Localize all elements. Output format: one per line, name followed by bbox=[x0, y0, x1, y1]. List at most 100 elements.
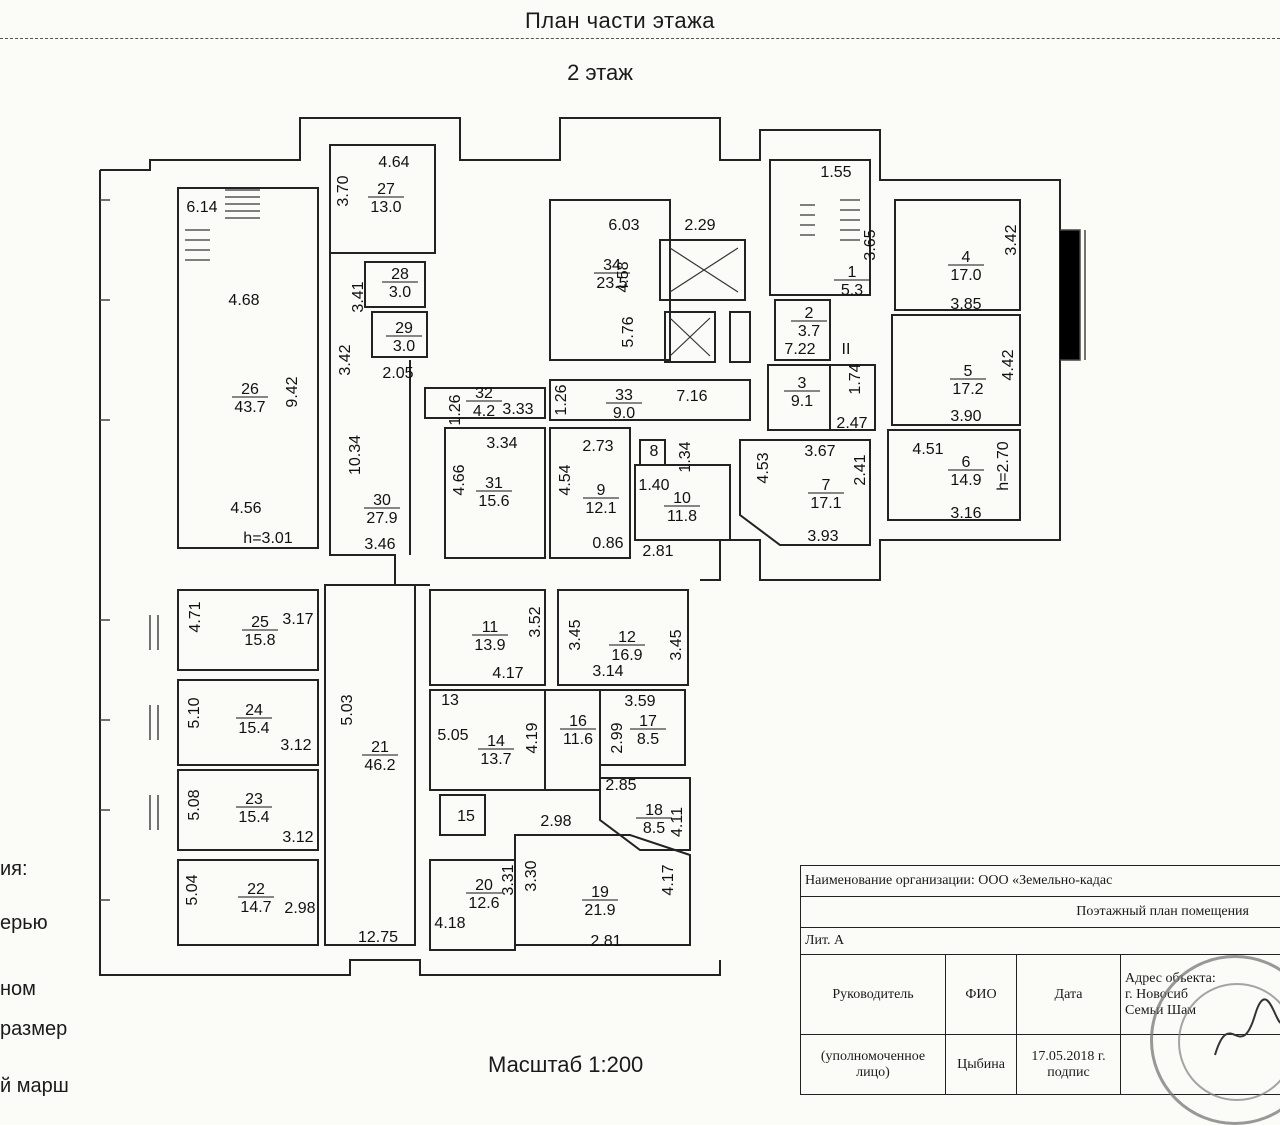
dimension-value: II bbox=[842, 341, 851, 358]
legend-line-1: ия: bbox=[0, 858, 28, 881]
lift-shafts bbox=[670, 248, 738, 356]
room-number: 22 bbox=[247, 881, 265, 898]
room-number: 32 bbox=[475, 385, 493, 402]
dimension-value: 3.34 bbox=[486, 435, 517, 452]
room-number: 9 bbox=[597, 482, 606, 499]
room-number: 31 bbox=[485, 475, 503, 492]
dimension-value: 4.51 bbox=[912, 441, 943, 458]
room-area: 43.7 bbox=[234, 399, 265, 416]
legend-line-3: ном bbox=[0, 978, 36, 1001]
room-area: 8.5 bbox=[643, 820, 665, 837]
dimension-value: 3.52 bbox=[527, 606, 544, 637]
room-area: 17.0 bbox=[950, 267, 981, 284]
dimension-value: 3.17 bbox=[282, 611, 313, 628]
room-area: 27.9 bbox=[366, 510, 397, 527]
dimension-value: 0.86 bbox=[592, 535, 623, 552]
dimension-value: 3.12 bbox=[280, 737, 311, 754]
dimension-value: 3.41 bbox=[350, 281, 367, 312]
dimension-value: 1.26 bbox=[553, 384, 570, 415]
room-area: 17.2 bbox=[952, 381, 983, 398]
dimension-value: 1.40 bbox=[638, 477, 669, 494]
room-number: 12 bbox=[618, 629, 636, 646]
dimension-value: 5.10 bbox=[186, 697, 203, 728]
room-number: 14 bbox=[487, 733, 505, 750]
dimension-value: 4.18 bbox=[434, 915, 465, 932]
dimension-value: 4.68 bbox=[228, 292, 259, 309]
room-area: 14.7 bbox=[240, 899, 271, 916]
dimension-value: 2.47 bbox=[836, 415, 867, 432]
legend-line-5: й марш bbox=[0, 1075, 69, 1098]
dimension-value: 3.42 bbox=[337, 344, 354, 375]
dimension-value: 2.85 bbox=[605, 777, 636, 794]
dimension-value: 5.04 bbox=[184, 874, 201, 905]
dimension-value: 10.34 bbox=[347, 435, 364, 475]
dimension-value: 4.66 bbox=[451, 464, 468, 495]
dimension-value: 3.14 bbox=[592, 663, 623, 680]
dimension-value: 2.98 bbox=[284, 900, 315, 917]
room-area: 3.0 bbox=[393, 338, 415, 355]
dimension-value: 2.81 bbox=[642, 543, 673, 560]
dimension-value: 3.42 bbox=[1003, 224, 1020, 255]
room-number: 21 bbox=[371, 739, 389, 756]
dimension-value: 2.81 bbox=[590, 933, 621, 950]
dimension-value: 5.03 bbox=[339, 694, 356, 725]
room-area: 3.0 bbox=[389, 284, 411, 301]
lit-label: Лит. А bbox=[801, 928, 1280, 955]
dimension-value: 3.70 bbox=[335, 175, 352, 206]
room-area: 13.9 bbox=[474, 637, 505, 654]
room-area: 17.1 bbox=[810, 495, 841, 512]
room-number: 29 bbox=[395, 320, 413, 337]
room-area: 15.4 bbox=[238, 809, 269, 826]
stairs bbox=[185, 190, 860, 260]
dimension-value: 6.14 bbox=[186, 199, 217, 216]
dimension-value: 2.99 bbox=[609, 722, 626, 753]
name-cell: Цыбина bbox=[946, 1035, 1017, 1095]
dimension-value: 4.56 bbox=[230, 500, 261, 517]
dimension-value: 4.17 bbox=[492, 665, 523, 682]
room-number: 25 bbox=[251, 614, 269, 631]
sign-label: подпис bbox=[1021, 1065, 1116, 1081]
room-area: 4.2 bbox=[473, 403, 495, 420]
dimension-value: 5.05 bbox=[437, 727, 468, 744]
room-number: 5 bbox=[964, 363, 973, 380]
dimension-value: 5.08 bbox=[186, 789, 203, 820]
room-area: 15.6 bbox=[478, 493, 509, 510]
room-number: 18 bbox=[645, 802, 663, 819]
dimension-value: 3.45 bbox=[668, 629, 685, 660]
dimension-value: 2.29 bbox=[684, 217, 715, 234]
room-number: 3 bbox=[798, 375, 807, 392]
room-number: 23 bbox=[245, 791, 263, 808]
dimension-value: 3.33 bbox=[502, 401, 533, 418]
col-date: Дата bbox=[1017, 955, 1121, 1035]
col-head: Руководитель bbox=[801, 955, 946, 1035]
dimension-value: 4.19 bbox=[524, 722, 541, 753]
doc-type: Поэтажный план помещения bbox=[801, 897, 1280, 928]
room-area: 15.4 bbox=[238, 720, 269, 737]
room-number: 28 bbox=[391, 266, 409, 283]
dimension-value: 4.58 bbox=[615, 261, 632, 292]
room-number: 10 bbox=[673, 490, 691, 507]
dimension-value: 3.45 bbox=[567, 619, 584, 650]
dimension-value: 4.42 bbox=[1000, 349, 1017, 380]
org-name: Наименование организации: ООО «Земельно-… bbox=[801, 866, 1280, 897]
room-number: 7 bbox=[822, 477, 831, 494]
dimension-value: 3.93 bbox=[807, 528, 838, 545]
room-number: 19 bbox=[591, 884, 609, 901]
dimension-value: 4.71 bbox=[187, 601, 204, 632]
room-area: 16.9 bbox=[611, 647, 642, 664]
dimension-value: 6.03 bbox=[608, 217, 639, 234]
dimension-value: 7.22 bbox=[784, 341, 815, 358]
scale-label: Масштаб 1:200 bbox=[488, 1052, 643, 1078]
legend-line-4: размер bbox=[0, 1018, 67, 1041]
dimension-value: 2.98 bbox=[540, 813, 571, 830]
date-cell: 17.05.2018 г.подпис bbox=[1017, 1035, 1121, 1095]
role-cell: (уполномоченное лицо) bbox=[801, 1035, 946, 1095]
dimension-value: 3.30 bbox=[523, 860, 540, 891]
room-area: 15.8 bbox=[244, 632, 275, 649]
dimension-value: 4.54 bbox=[557, 464, 574, 495]
room-area: 12.6 bbox=[468, 895, 499, 912]
dimension-value: 4.64 bbox=[378, 154, 409, 171]
room-number: 13 bbox=[441, 692, 459, 709]
dimension-value: 1.74 bbox=[847, 363, 864, 394]
dimension-value: 2.41 bbox=[852, 454, 869, 485]
